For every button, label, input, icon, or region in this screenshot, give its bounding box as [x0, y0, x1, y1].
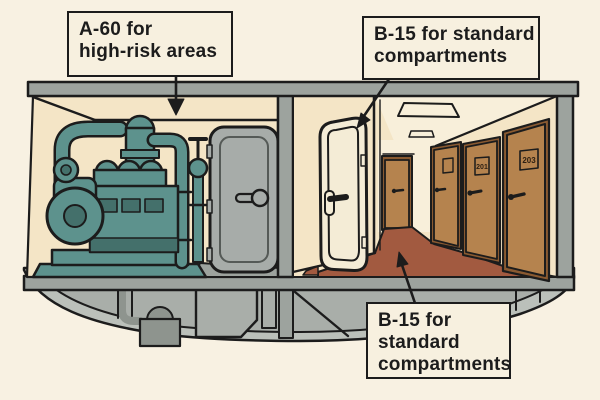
bulkhead — [276, 93, 295, 279]
a60-door-hinge — [206, 199, 213, 214]
engine-room — [25, 94, 281, 279]
flywheel-hub — [63, 204, 87, 228]
cabin-door-201: 201 — [462, 136, 501, 264]
label-b15-bottom-line2: standard — [378, 332, 460, 354]
cabin-doors-right-wall: 201 203 — [430, 117, 551, 283]
label-b15-top-line1: B-15 for standard — [374, 24, 535, 45]
label-a60-line2: high-risk areas — [79, 41, 218, 63]
a60-door — [206, 125, 280, 274]
b15-door-hinge — [360, 154, 367, 167]
b15-door-panel-line — [327, 125, 360, 262]
door-number-203: 203 — [522, 156, 536, 165]
door-number-plate — [442, 157, 454, 174]
ceiling-wall-junction-right — [431, 94, 559, 149]
cabin-door-far — [430, 141, 462, 250]
tank-compartment — [194, 284, 259, 339]
bilge-pipe — [118, 286, 144, 325]
cabin-door-handle-hub — [467, 190, 473, 196]
engine-stack-collar — [120, 149, 160, 159]
arrow-b15-top — [356, 74, 393, 129]
engine-illustration — [31, 114, 209, 279]
door-number-plate — [474, 156, 490, 176]
cabin-door-leaf — [384, 159, 410, 229]
label-b15-top-line2: compartments — [374, 46, 508, 68]
a60-door-hinge — [206, 247, 213, 262]
door-number-plate — [519, 148, 539, 171]
label-b15-top: B-15 for standard compartments — [362, 16, 540, 80]
b15-door-hinge — [361, 236, 368, 249]
valve-body — [187, 157, 209, 179]
label-b15-bottom-line3: compartments — [378, 354, 512, 376]
a60-door-handle — [250, 188, 270, 208]
engine-lower-band — [89, 237, 179, 253]
cabin-door-handle-hub — [391, 188, 397, 194]
bilge-pump — [138, 317, 182, 348]
ceiling-light-large — [397, 102, 460, 118]
cabin-door-203: 203 — [501, 117, 551, 283]
top-deck — [26, 80, 580, 98]
valve-drop-pipe — [192, 171, 204, 263]
engine-detail — [121, 198, 141, 213]
corridor: 201 203 — [291, 94, 559, 283]
cabin-door-handle-hub — [508, 194, 514, 200]
arrow-b15-bottom — [396, 251, 420, 314]
b15-door-handle — [327, 194, 349, 202]
engine-detail — [144, 198, 164, 213]
bilge-pump-dome — [146, 306, 174, 321]
a60-door-hinge — [206, 144, 213, 159]
ceiling-flare-line — [31, 95, 97, 122]
front-pulley-hub — [60, 164, 72, 176]
engine-pipe-u-fill — [56, 123, 126, 188]
ceiling-light-small — [408, 130, 435, 138]
label-a60: A-60 for high-risk areas — [67, 11, 233, 77]
label-b15-bottom: B-15 for standard compartments — [366, 302, 511, 379]
b15-door — [318, 116, 369, 273]
label-b15-bottom-line1: B-15 for — [378, 310, 452, 331]
sloped-tank-wall — [293, 290, 350, 338]
b15-door-handle-plate — [324, 190, 335, 216]
tank-compartment-small — [261, 285, 277, 329]
arrow-a60 — [167, 72, 185, 116]
label-a60-line1: A-60 for — [79, 19, 153, 40]
engine-pipe-right-fill — [149, 135, 187, 267]
cabin-door-leaf — [506, 123, 546, 277]
bulkhead-lower — [278, 287, 294, 339]
ship-side-wall-right — [555, 93, 575, 279]
door-number-201: 201 — [476, 164, 488, 171]
cabin-door-handle-hub — [434, 187, 440, 193]
cabin-door-far-left — [381, 155, 413, 231]
callout-arrows — [167, 72, 420, 314]
